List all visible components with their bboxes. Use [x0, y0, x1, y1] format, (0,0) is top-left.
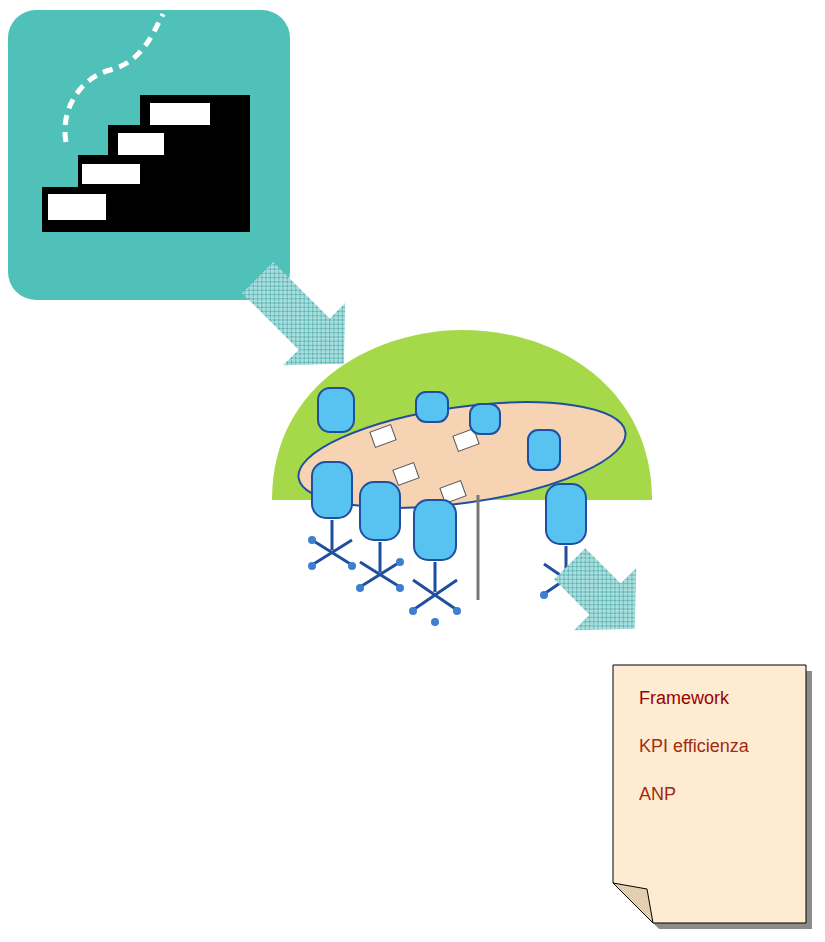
flow-arrow [539, 533, 666, 660]
document-shape: FrameworkKPI efficienzaANP [613, 665, 806, 923]
stairs-icon [8, 10, 290, 300]
document-heading: Framework [639, 687, 790, 709]
document-line: ANP [639, 783, 790, 805]
document-line: KPI efficienza [639, 735, 790, 757]
